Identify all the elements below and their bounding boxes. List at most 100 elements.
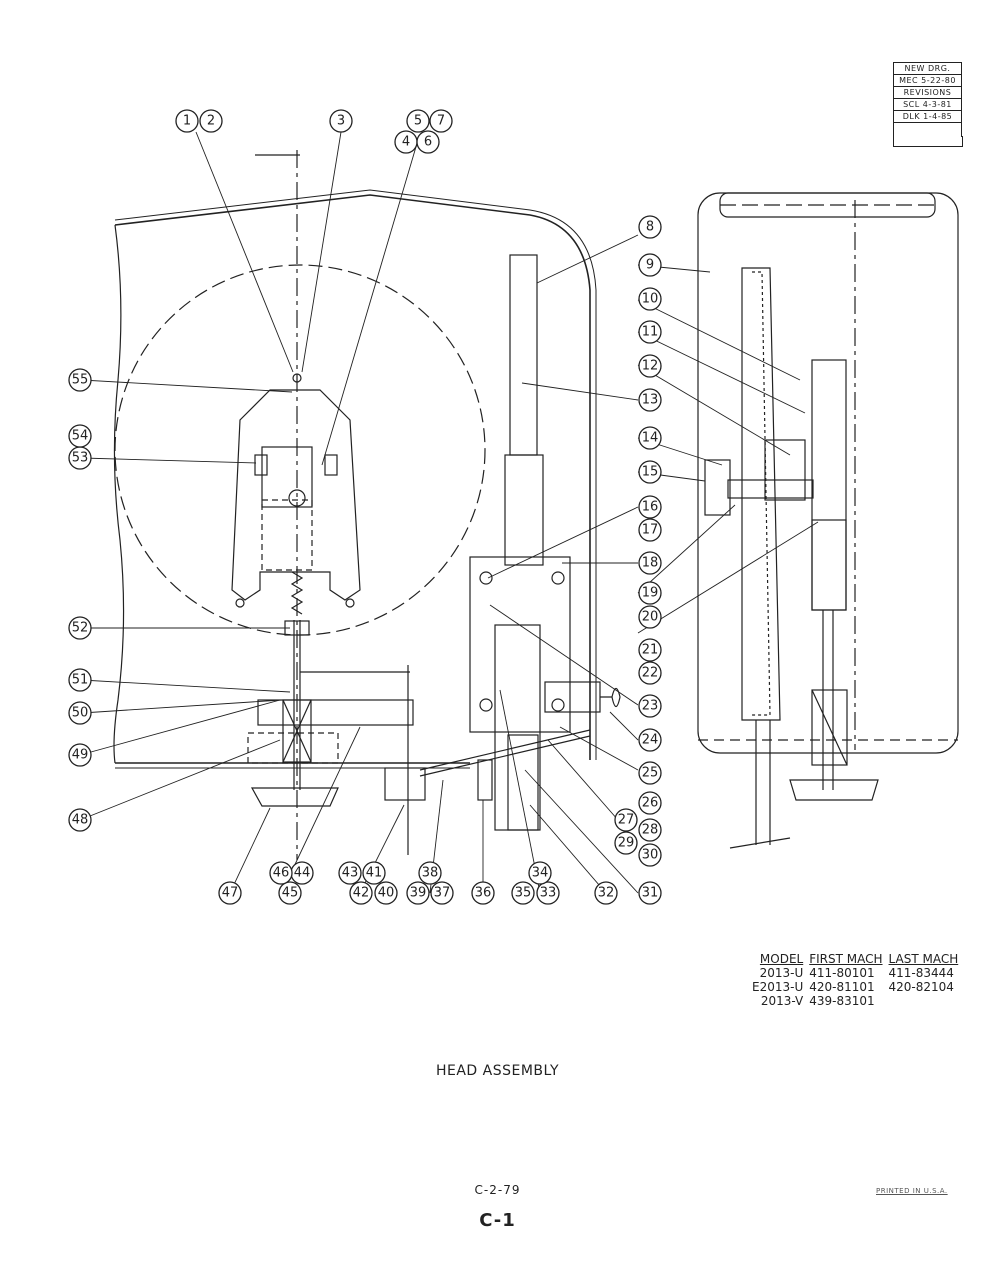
callout-number: 33 <box>540 886 557 901</box>
callout-number: 29 <box>618 836 635 851</box>
column-model: MODEL <box>759 952 804 966</box>
model-table-header: MODEL FIRST MACH LAST MACH <box>752 952 964 966</box>
callout-52: 52 <box>68 616 92 640</box>
callout-18: 18 <box>638 551 662 575</box>
callout-30: 30 <box>638 843 662 867</box>
callout-circle <box>638 605 662 629</box>
callout-number: 22 <box>642 666 659 681</box>
callout-number: 11 <box>642 325 659 340</box>
callout-6: 6 <box>416 130 440 154</box>
callout-26: 26 <box>638 791 662 815</box>
callout-54: 54 <box>68 424 92 448</box>
column-last-mach: LAST MACH <box>888 952 959 966</box>
callout-circle <box>638 694 662 718</box>
callout-number: 19 <box>642 586 659 601</box>
callout-13: 13 <box>638 388 662 412</box>
callout-number: 51 <box>72 673 89 688</box>
callout-number: 41 <box>366 866 383 881</box>
callout-circle <box>68 808 92 832</box>
callout-number: 42 <box>353 886 370 901</box>
callout-38: 38 <box>418 861 442 885</box>
callout-circle <box>614 831 638 855</box>
callout-number: 13 <box>642 393 659 408</box>
callout-number: 46 <box>273 866 290 881</box>
callout-circle <box>638 638 662 662</box>
callout-circle <box>511 881 535 905</box>
callout-48: 48 <box>68 808 92 832</box>
callout-10: 10 <box>638 287 662 311</box>
callout-number: 5 <box>414 114 422 129</box>
callout-number: 7 <box>437 114 445 129</box>
callout-circle <box>638 388 662 412</box>
callout-circle <box>68 368 92 392</box>
callout-28: 28 <box>638 818 662 842</box>
callout-circle <box>536 881 560 905</box>
callout-19: 19 <box>638 581 662 605</box>
callout-circle <box>199 109 223 133</box>
model-serial-table: MODEL FIRST MACH LAST MACH 2013-U 411-80… <box>752 952 964 1008</box>
callout-circle <box>406 109 430 133</box>
model-cell: 2013-U <box>759 966 804 980</box>
drawing-title: HEAD ASSEMBLY <box>435 1063 560 1079</box>
callout-circle <box>349 881 373 905</box>
callout-5: 5 <box>406 109 430 133</box>
callout-16: 16 <box>638 495 662 519</box>
callout-36: 36 <box>471 881 495 905</box>
callout-number: 55 <box>72 373 89 388</box>
callout-number: 49 <box>72 748 89 763</box>
callout-29: 29 <box>614 831 638 855</box>
callout-20: 20 <box>638 605 662 629</box>
callout-51: 51 <box>68 668 92 692</box>
callout-circle <box>614 808 638 832</box>
callout-circle <box>594 881 618 905</box>
callout-49: 49 <box>68 743 92 767</box>
callout-32: 32 <box>594 881 618 905</box>
callout-number: 35 <box>515 886 532 901</box>
callout-circle <box>68 701 92 725</box>
callout-27: 27 <box>614 808 638 832</box>
callout-circle <box>638 881 662 905</box>
callout-circle <box>430 881 454 905</box>
callout-37: 37 <box>430 881 454 905</box>
callout-42: 42 <box>349 881 373 905</box>
callout-number: 30 <box>642 848 659 863</box>
revisions-header: REVISIONS <box>894 87 961 99</box>
callout-circle <box>269 861 293 885</box>
callout-17: 17 <box>638 518 662 542</box>
callout-14: 14 <box>638 426 662 450</box>
callout-number: 54 <box>72 429 89 444</box>
callout-number: 28 <box>642 823 659 838</box>
callout-number: 40 <box>378 886 395 901</box>
callout-number: 52 <box>72 621 89 636</box>
callout-number: 6 <box>424 135 432 150</box>
callout-number: 16 <box>642 500 659 515</box>
callout-circle <box>68 668 92 692</box>
mec-date: MEC 5-22-80 <box>894 75 961 87</box>
last-mach-cell: 420-82104 <box>888 980 954 994</box>
callout-number: 18 <box>642 556 659 571</box>
callout-number: 48 <box>72 813 89 828</box>
callout-number: 21 <box>642 643 659 658</box>
callout-15: 15 <box>638 460 662 484</box>
callout-circle <box>638 426 662 450</box>
model-cell: 2013-V <box>760 994 804 1008</box>
callout-circle <box>638 551 662 575</box>
callout-46: 46 <box>269 861 293 885</box>
callout-circle <box>638 215 662 239</box>
callout-circle <box>429 109 453 133</box>
callout-25: 25 <box>638 761 662 785</box>
callout-number: 45 <box>282 886 299 901</box>
callout-circle <box>638 728 662 752</box>
callout-circle <box>638 495 662 519</box>
callout-circle <box>68 743 92 767</box>
callout-circle <box>278 881 302 905</box>
callout-53: 53 <box>68 446 92 470</box>
callout-circle <box>638 320 662 344</box>
table-row: 2013-U 411-80101 411-83444 <box>752 966 964 980</box>
callout-40: 40 <box>374 881 398 905</box>
callout-circle <box>338 861 362 885</box>
callout-2: 2 <box>199 109 223 133</box>
sheet-number: C-1 <box>479 1210 516 1231</box>
callout-number: 10 <box>642 292 659 307</box>
